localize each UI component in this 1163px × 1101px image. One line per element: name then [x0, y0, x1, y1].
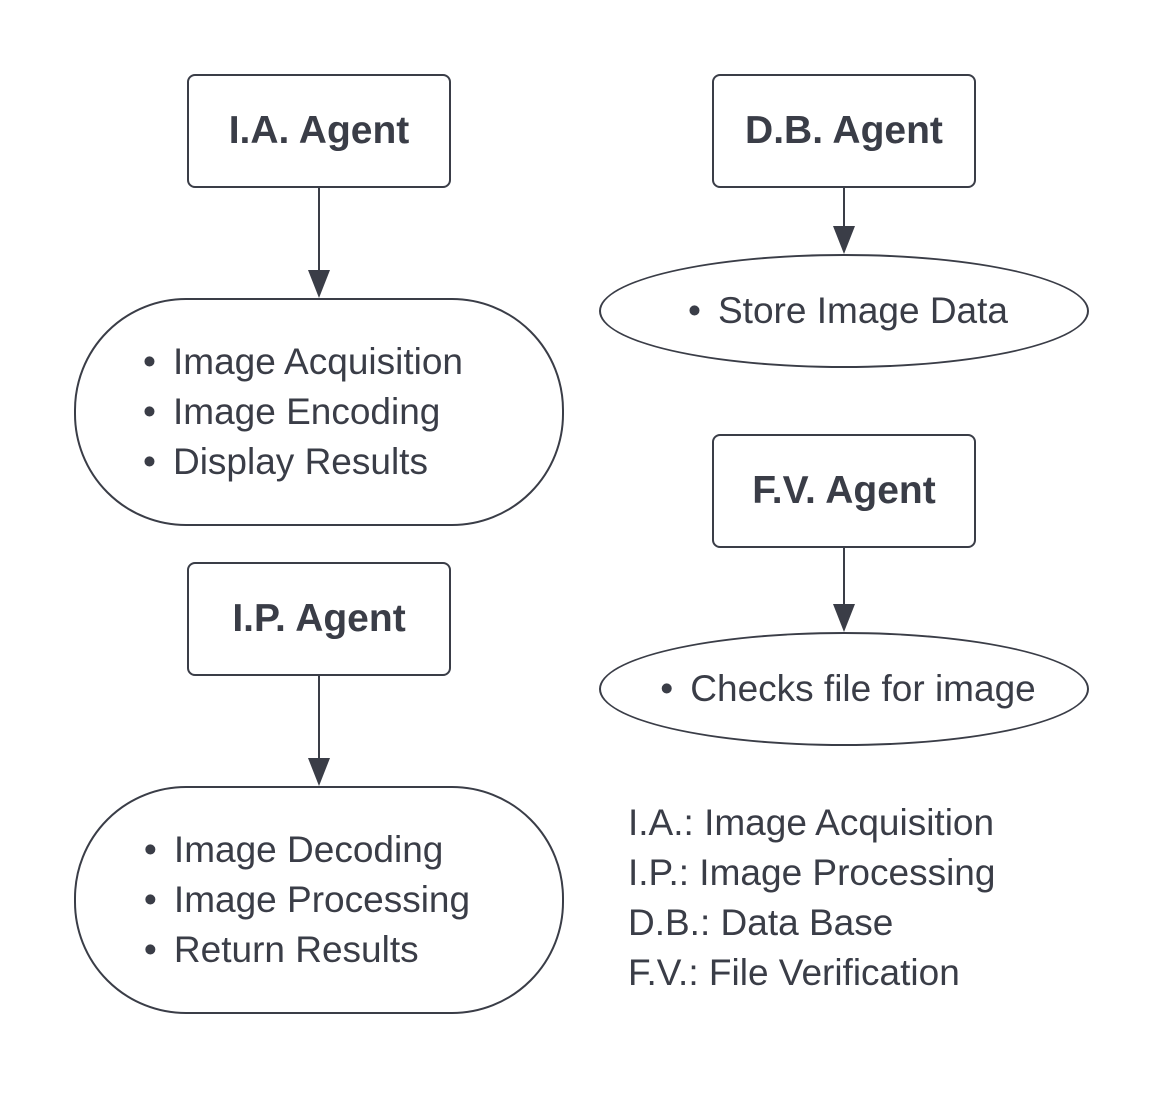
db-agent-tasks: Store Image Data — [599, 254, 1089, 368]
list-item: Display Results — [143, 437, 463, 487]
fv-agent-title: F.V. Agent — [752, 469, 936, 512]
ip-agent-box: I.P. Agent — [187, 562, 451, 676]
db-agent-title: D.B. Agent — [745, 109, 943, 152]
arrow-ia-to-tasks — [308, 188, 330, 298]
list-item: Image Decoding — [144, 825, 470, 875]
db-agent-box: D.B. Agent — [712, 74, 976, 188]
db-agent-task-list: Store Image Data — [688, 286, 1008, 336]
arrow-db-to-tasks — [833, 188, 855, 254]
list-item: Store Image Data — [688, 286, 1008, 336]
ia-agent-box: I.A. Agent — [187, 74, 451, 188]
arrow-fv-to-tasks — [833, 548, 855, 632]
list-item: Image Encoding — [143, 387, 463, 437]
legend-item: I.P.: Image Processing — [628, 852, 996, 893]
fv-agent-task-list: Checks file for image — [660, 664, 1035, 714]
list-item: Checks file for image — [660, 664, 1035, 714]
fv-agent-tasks: Checks file for image — [599, 632, 1089, 746]
ip-agent-task-list: Image Decoding Image Processing Return R… — [144, 825, 470, 975]
legend-item: D.B.: Data Base — [628, 902, 894, 943]
ia-agent-title: I.A. Agent — [228, 109, 410, 152]
list-item: Return Results — [144, 925, 470, 975]
list-item: Image Acquisition — [143, 337, 463, 387]
ip-agent-title: I.P. Agent — [232, 597, 406, 640]
fv-agent-box: F.V. Agent — [712, 434, 976, 548]
abbreviation-legend: I.A.: Image Acquisition I.P.: Image Proc… — [628, 798, 995, 998]
arrow-ip-to-tasks — [308, 676, 330, 786]
list-item: Image Processing — [144, 875, 470, 925]
ip-agent-tasks: Image Decoding Image Processing Return R… — [74, 786, 564, 1014]
ia-agent-tasks: Image Acquisition Image Encoding Display… — [74, 298, 564, 526]
legend-item: F.V.: File Verification — [628, 952, 960, 993]
legend-item: I.A.: Image Acquisition — [628, 802, 995, 843]
ia-agent-task-list: Image Acquisition Image Encoding Display… — [143, 337, 463, 487]
